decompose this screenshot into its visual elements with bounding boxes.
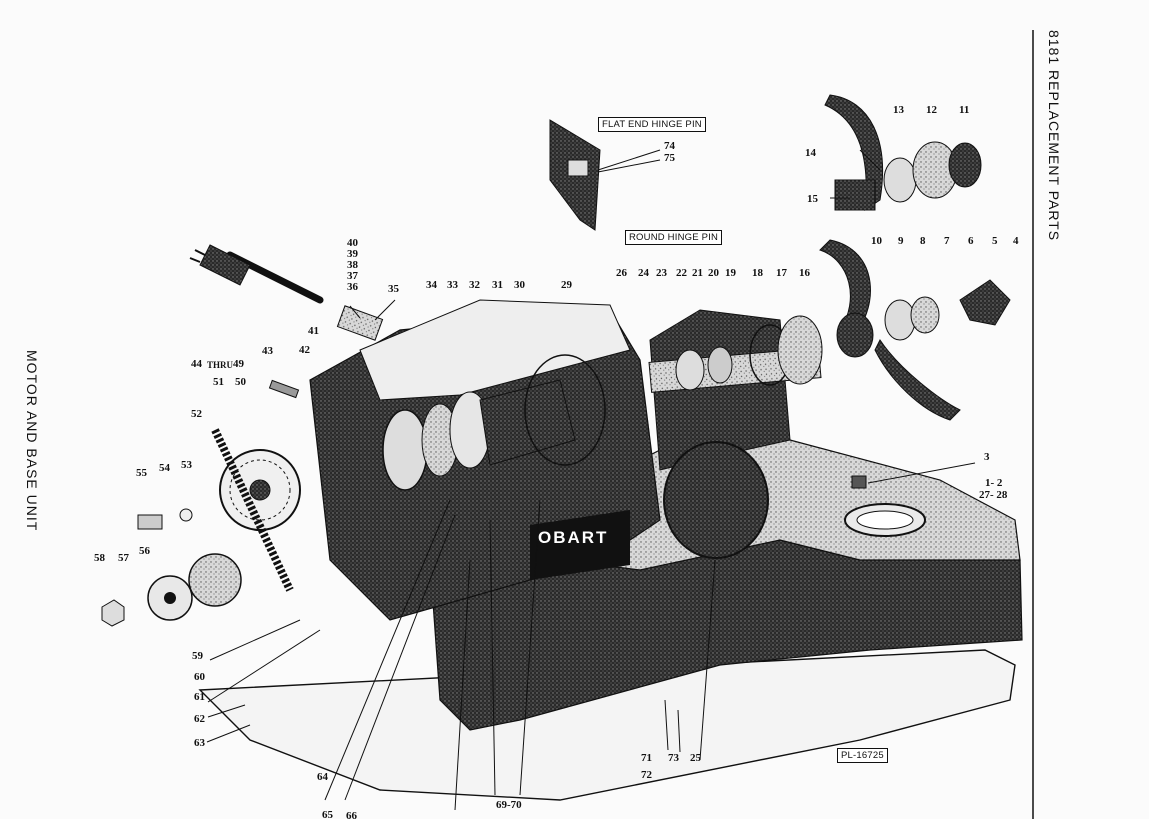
base-plate: [198, 649, 1016, 801]
part-4: 4: [1013, 235, 1019, 247]
plate-id-label: PL-16725: [837, 748, 888, 763]
pulley-56: [188, 553, 242, 607]
part-36: 36: [347, 281, 358, 293]
part-19: 19: [725, 267, 736, 279]
part-73: 73: [668, 752, 679, 764]
part-64: 64: [317, 771, 328, 783]
part-75: 75: [664, 152, 675, 164]
drive-belt: [211, 428, 294, 592]
part-51: 51: [213, 376, 224, 388]
part-50: 50: [235, 376, 246, 388]
part-17: 17: [776, 267, 787, 279]
part-22: 22: [676, 267, 687, 279]
part-13: 13: [893, 104, 904, 116]
part-39: 39: [347, 248, 358, 260]
part-1-2: 1- 2: [985, 477, 1003, 489]
part-33: 33: [447, 279, 458, 291]
part-60: 60: [194, 671, 205, 683]
brand-lettering: OBART: [538, 528, 609, 547]
part-15: 15: [807, 193, 818, 205]
part-11: 11: [959, 104, 970, 116]
part-37: 37: [347, 270, 358, 282]
part-23: 23: [656, 267, 667, 279]
thru-word: THRU: [207, 360, 234, 370]
part-40: 40: [347, 237, 358, 249]
part-62: 62: [194, 713, 205, 725]
part-7: 7: [944, 235, 950, 247]
part-52: 52: [191, 408, 202, 420]
part-74: 74: [664, 140, 675, 152]
part-69-70: 69-70: [496, 799, 522, 811]
bolt-43: [268, 379, 300, 399]
part-9: 9: [898, 235, 904, 247]
page-header: 8181 REPLACEMENT PARTS: [1046, 30, 1062, 242]
round-hinge-pin-label: ROUND HINGE PIN: [625, 230, 723, 245]
part-71: 71: [641, 752, 652, 764]
part-55: 55: [136, 467, 147, 479]
cord-fitting: [336, 305, 384, 341]
part-26: 26: [616, 267, 627, 279]
part-14: 14: [805, 147, 816, 159]
part-61: 61: [194, 691, 205, 703]
motor-cover-top: [359, 299, 631, 401]
nut-58: [101, 599, 125, 627]
plate-knife: [836, 312, 874, 358]
part-8: 8: [920, 235, 926, 247]
part-66: 66: [346, 810, 357, 819]
part-72: 72: [641, 769, 652, 781]
part-16: 16: [799, 267, 810, 279]
section-title: MOTOR AND BASE UNIT: [24, 350, 40, 532]
cover-disc: [663, 441, 769, 559]
part-59: 59: [192, 650, 203, 662]
part-41: 41: [308, 325, 319, 337]
leader-lines: [206, 149, 976, 811]
part-15-bracket: [834, 179, 876, 211]
worm-shaft-assembly: [648, 315, 823, 393]
gear-housing: [649, 309, 791, 471]
part-49: 49: [233, 358, 244, 370]
part-3-label: 3: [984, 451, 990, 463]
flat-end-hinge-pin-label: FLAT END HINGE PIN: [598, 117, 706, 132]
part-32: 32: [469, 279, 480, 291]
brand-plate: [530, 510, 630, 580]
part-3: [851, 475, 867, 489]
part-21: 21: [692, 267, 703, 279]
knife-blade-upper: [874, 339, 961, 421]
part-53: 53: [181, 459, 192, 471]
part-25: 25: [690, 752, 701, 764]
part-31: 31: [492, 279, 503, 291]
part-44: 44: [191, 358, 202, 370]
part-43: 43: [262, 345, 273, 357]
motor-shaft-assembly: [382, 354, 606, 491]
part-5: 5: [992, 235, 998, 247]
part-56: 56: [139, 545, 150, 557]
part-54: 54: [159, 462, 170, 474]
part-29: 29: [561, 279, 572, 291]
part-65: 65: [322, 809, 333, 819]
part-63: 63: [194, 737, 205, 749]
part-24: 24: [638, 267, 649, 279]
part-18: 18: [752, 267, 763, 279]
part-34: 34: [426, 279, 437, 291]
part-6: 6: [968, 235, 974, 247]
part-58: 58: [94, 552, 105, 564]
washer-53: [179, 508, 193, 522]
part-10: 10: [871, 235, 882, 247]
part-27-28: 27- 28: [979, 489, 1008, 501]
part-38: 38: [347, 259, 358, 271]
part-30: 30: [514, 279, 525, 291]
adjust-knob: [959, 279, 1011, 326]
part-20: 20: [708, 267, 719, 279]
part-35: 35: [388, 283, 399, 295]
part-42: 42: [299, 344, 310, 356]
part-12: 12: [926, 104, 937, 116]
bolt-55: [137, 514, 163, 530]
part-57: 57: [118, 552, 129, 564]
